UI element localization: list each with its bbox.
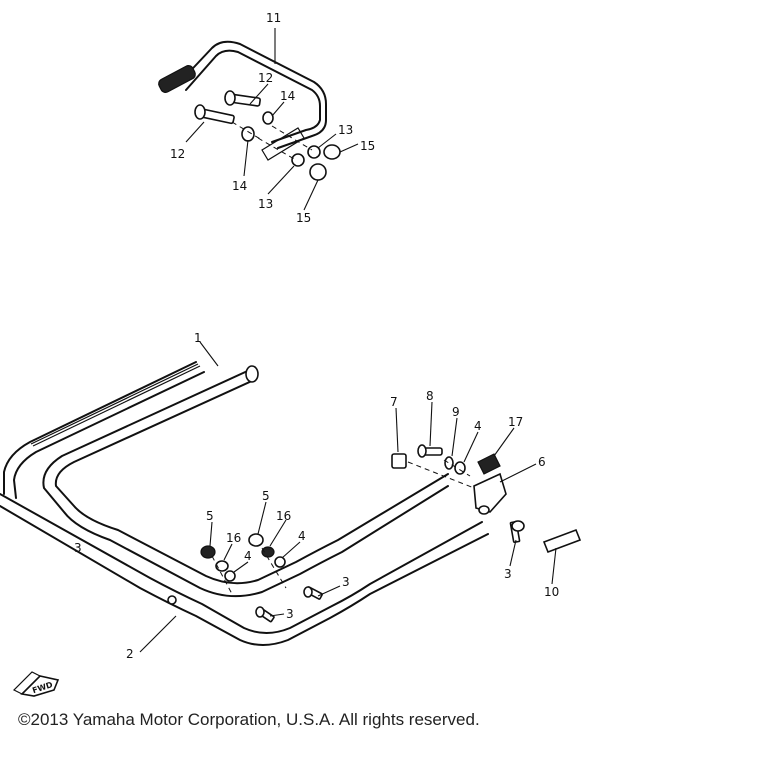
callout-12-upper: 12 <box>258 71 273 85</box>
callout-3-right: 3 <box>504 567 512 581</box>
decal-part-10 <box>542 528 582 554</box>
cap-nut-part-15-lower <box>309 163 327 181</box>
callout-4-left: 4 <box>244 549 252 563</box>
bolt-part-3-center <box>303 586 323 600</box>
bolt-part-12-lower <box>194 104 235 125</box>
callout-7: 7 <box>390 395 398 409</box>
washer-part-13-lower <box>291 153 305 167</box>
nut-part-5-mid <box>248 533 264 547</box>
washer-part-16-left <box>215 560 229 572</box>
callout-16-mid: 16 <box>276 509 291 523</box>
nut-part-5-left <box>200 545 216 559</box>
copyright-notice: ©2013 Yamaha Motor Corporation, U.S.A. A… <box>18 710 480 729</box>
callout-13-upper: 13 <box>338 123 353 137</box>
bolt-part-3-right <box>509 520 525 544</box>
callout-3-center: 3 <box>342 575 350 589</box>
callout-5-left: 5 <box>206 509 214 523</box>
grip-rubber <box>158 65 196 93</box>
nut-part-4-left <box>224 570 236 582</box>
washer-part-14-upper <box>262 111 274 125</box>
parts-diagram: 11 12 14 12 13 15 14 13 15 1 7 8 9 4 17 … <box>0 11 582 697</box>
callout-15-upper: 15 <box>360 139 375 153</box>
callout-3-left: 3 <box>74 541 82 555</box>
right-hardware-guide-lines <box>407 459 475 489</box>
callout-2: 2 <box>126 647 134 661</box>
nut-part-4-mid <box>274 556 286 568</box>
bolt-part-12-upper <box>224 90 261 107</box>
cap-nut-part-15-upper <box>323 144 341 160</box>
callout-3-bottom: 3 <box>286 607 294 621</box>
clamp-part-7 <box>391 453 407 469</box>
pad-part-17 <box>477 453 501 475</box>
nut-part-4-right <box>454 461 466 475</box>
washer-part-16-mid <box>261 546 275 558</box>
callout-17: 17 <box>508 415 523 429</box>
grab-bar-part-11 <box>158 40 327 161</box>
callout-13-lower: 13 <box>258 197 273 211</box>
bolt-part-3-bottom <box>255 606 275 623</box>
callout-15-lower: 15 <box>296 211 311 225</box>
callout-9: 9 <box>452 405 460 419</box>
callout-6: 6 <box>538 455 546 469</box>
callout-5-mid: 5 <box>262 489 270 503</box>
callout-1: 1 <box>194 331 202 345</box>
callout-14-upper: 14 <box>280 89 295 103</box>
rubber-strip-part <box>3 361 205 499</box>
callout-10: 10 <box>544 585 559 599</box>
callout-14-lower: 14 <box>232 179 247 193</box>
upper-assembly-guide-lines <box>231 121 313 161</box>
callout-12-lower: 12 <box>170 147 185 161</box>
callout-11: 11 <box>266 11 281 25</box>
bar-bracket <box>261 127 305 161</box>
rail-part-1 <box>42 365 449 598</box>
callout-4-right: 4 <box>474 419 482 433</box>
rail-part-2 <box>0 493 489 646</box>
bolt-part-8 <box>417 444 443 458</box>
callout-16-left: 16 <box>226 531 241 545</box>
bracket-part-6 <box>473 472 507 515</box>
callout-8: 8 <box>426 389 434 403</box>
leader-lines <box>139 28 557 653</box>
fwd-arrow-icon: FWD <box>12 671 60 697</box>
washer-part-9 <box>444 456 454 470</box>
callout-4-mid: 4 <box>298 529 306 543</box>
center-hardware-guide-lines <box>211 547 287 595</box>
